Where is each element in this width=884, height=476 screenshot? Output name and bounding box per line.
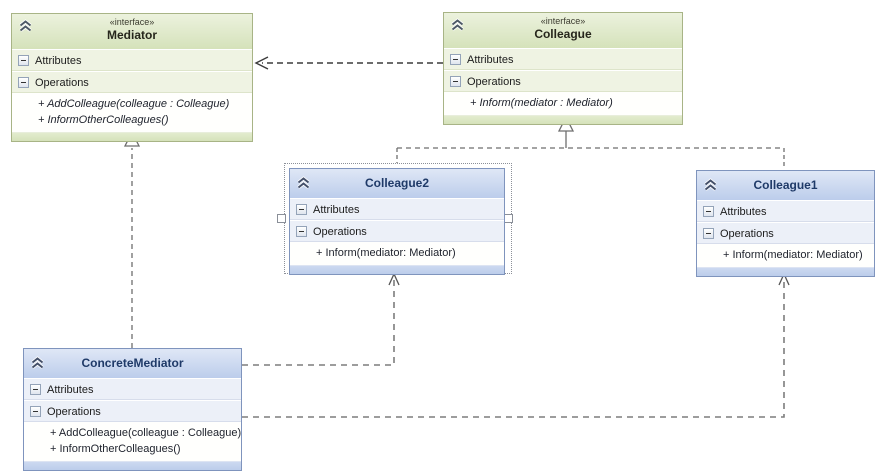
operation-item[interactable]: + Inform(mediator : Mediator) <box>470 97 613 109</box>
attributes-section[interactable]: Attributes <box>444 48 682 70</box>
operations-label: Operations <box>313 225 367 238</box>
operations-list: + AddColleague(colleague : Colleague) + … <box>24 422 241 461</box>
operations-section[interactable]: Operations <box>24 400 241 422</box>
attributes-label: Attributes <box>47 383 94 396</box>
class-colleague2[interactable]: Colleague2 Attributes Operations + Infor… <box>289 168 505 275</box>
class-colleague[interactable]: «interface» Colleague Attributes Operati… <box>443 12 683 125</box>
class-title: ConcreteMediator <box>81 356 184 370</box>
association-concretemediator-to-colleague1[interactable] <box>242 272 790 418</box>
operations-section[interactable]: Operations <box>12 71 252 93</box>
class-header[interactable]: «interface» Mediator <box>12 14 252 49</box>
collapse-minus-icon[interactable] <box>296 204 307 215</box>
operations-label: Operations <box>35 76 89 89</box>
class-title: Mediator <box>106 28 157 42</box>
operation-item[interactable]: + AddColleague(colleague : Colleague) <box>38 98 230 110</box>
operations-list: + AddColleague(colleague : Colleague) + … <box>12 93 252 132</box>
class-title: Colleague <box>534 27 592 41</box>
attributes-section[interactable]: Attributes <box>290 198 504 220</box>
class-title: Colleague2 <box>364 176 430 190</box>
footer-strip <box>697 267 874 276</box>
realization-concretemediator-to-mediator[interactable] <box>123 130 141 348</box>
operation-item[interactable]: + AddColleague(colleague : Colleague) <box>50 427 242 439</box>
operations-label: Operations <box>47 405 101 418</box>
class-header[interactable]: Colleague1 <box>697 171 874 200</box>
operation-item[interactable]: + Inform(mediator: Mediator) <box>316 247 456 259</box>
attributes-label: Attributes <box>467 53 514 66</box>
resize-handle-left[interactable] <box>277 214 286 223</box>
operations-section[interactable]: Operations <box>697 222 874 244</box>
operation-item[interactable]: + Inform(mediator: Mediator) <box>723 249 863 261</box>
class-mediator[interactable]: «interface» Mediator Attributes Operatio… <box>11 13 253 142</box>
collapse-chevron-icon[interactable] <box>296 176 311 190</box>
operations-section[interactable]: Operations <box>290 220 504 242</box>
collapse-chevron-icon[interactable] <box>18 19 33 33</box>
collapse-chevron-icon[interactable] <box>30 356 45 370</box>
class-header[interactable]: «interface» Colleague <box>444 13 682 48</box>
dependency-colleague-to-mediator[interactable] <box>254 56 443 70</box>
footer-strip <box>24 461 241 470</box>
class-header[interactable]: Colleague2 <box>290 169 504 198</box>
collapse-minus-icon[interactable] <box>296 226 307 237</box>
class-title: Colleague1 <box>753 178 818 192</box>
operations-list: + Inform(mediator: Mediator) <box>697 244 874 267</box>
stereotype-label: «interface» <box>109 17 155 27</box>
footer-strip <box>12 132 252 141</box>
collapse-minus-icon[interactable] <box>30 384 41 395</box>
footer-strip <box>444 115 682 124</box>
stereotype-label: «interface» <box>540 16 586 26</box>
operations-section[interactable]: Operations <box>444 70 682 92</box>
class-header[interactable]: ConcreteMediator <box>24 349 241 378</box>
collapse-minus-icon[interactable] <box>30 406 41 417</box>
collapse-chevron-icon[interactable] <box>703 178 718 192</box>
collapse-minus-icon[interactable] <box>18 55 29 66</box>
footer-strip <box>290 265 504 274</box>
operations-label: Operations <box>467 75 521 88</box>
resize-handle-right[interactable] <box>504 214 513 223</box>
class-concretemediator[interactable]: ConcreteMediator Attributes Operations +… <box>23 348 242 471</box>
collapse-minus-icon[interactable] <box>703 228 714 239</box>
collapse-minus-icon[interactable] <box>18 77 29 88</box>
operation-item[interactable]: + InformOtherColleagues() <box>50 443 181 455</box>
operations-label: Operations <box>720 227 774 240</box>
operations-list: + Inform(mediator : Mediator) <box>444 92 682 115</box>
attributes-label: Attributes <box>35 54 82 67</box>
attributes-label: Attributes <box>720 205 767 218</box>
collapse-minus-icon[interactable] <box>703 206 714 217</box>
attributes-section[interactable]: Attributes <box>24 378 241 400</box>
association-concretemediator-to-colleague2[interactable] <box>242 272 400 366</box>
collapse-minus-icon[interactable] <box>450 54 461 65</box>
operations-list: + Inform(mediator: Mediator) <box>290 242 504 265</box>
operation-item[interactable]: + InformOtherColleagues() <box>38 114 169 126</box>
attributes-label: Attributes <box>313 203 360 216</box>
class-colleague1[interactable]: Colleague1 Attributes Operations + Infor… <box>696 170 875 277</box>
attributes-section[interactable]: Attributes <box>697 200 874 222</box>
collapse-chevron-icon[interactable] <box>450 18 465 32</box>
collapse-minus-icon[interactable] <box>450 76 461 87</box>
attributes-section[interactable]: Attributes <box>12 49 252 71</box>
